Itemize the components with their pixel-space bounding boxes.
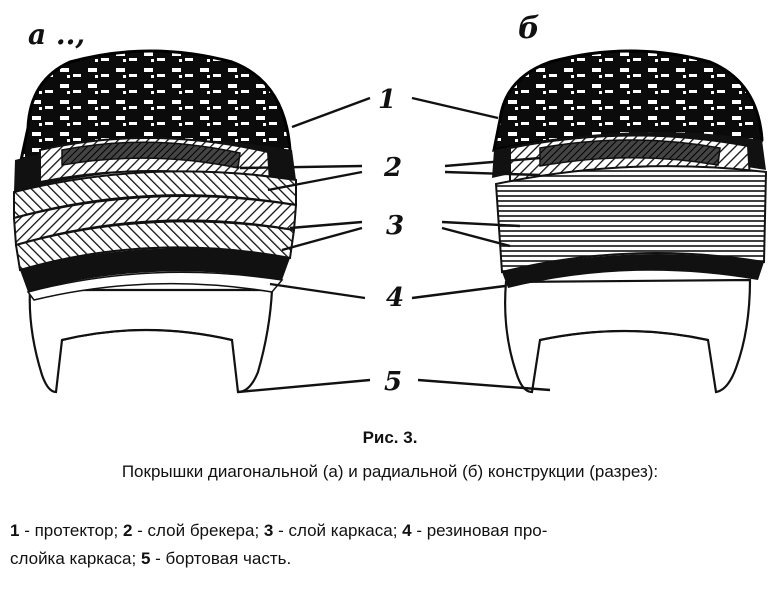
tire-b-radial <box>492 49 768 394</box>
leader-lines <box>237 96 551 394</box>
legend-line-2: слойка каркаса; 5 - бортовая часть. <box>10 545 772 573</box>
callout-5: 5 <box>384 367 402 397</box>
legend-text: - бортовая часть. <box>150 549 292 568</box>
callout-2: 2 <box>383 153 402 183</box>
legend-text: слойка каркаса; <box>10 549 141 568</box>
legend-num: 2 <box>122 521 133 540</box>
tire-cross-section-figure: a .., б <box>12 11 768 397</box>
legend-num: 4 <box>402 521 412 540</box>
legend-num: 5 <box>140 549 151 568</box>
panel-b-label: б <box>518 11 540 46</box>
legend-line-1: 1 - протектор; 2 - слой брекера; 3 - сло… <box>10 517 772 545</box>
legend-text: - слой каркаса; <box>273 521 403 540</box>
legend-text: - слой брекера; <box>132 521 264 540</box>
figure-legend: 1 - протектор; 2 - слой брекера; 3 - сло… <box>10 517 772 573</box>
legend-text: - протектор; <box>19 521 123 540</box>
panel-a-label: a .., <box>28 18 85 51</box>
callout-4: 4 <box>386 283 404 313</box>
legend-num: 1 <box>10 521 20 540</box>
tire-a-diagonal <box>12 49 298 394</box>
callout-1: 1 <box>378 85 396 115</box>
figure-title: Рис. 3. <box>362 428 418 447</box>
figure-subtitle: Покрышки диагональной (а) и радиальной (… <box>121 462 659 481</box>
legend-num: 3 <box>263 521 274 540</box>
callout-3: 3 <box>386 211 404 241</box>
legend-text: - резиновая про- <box>411 521 548 540</box>
